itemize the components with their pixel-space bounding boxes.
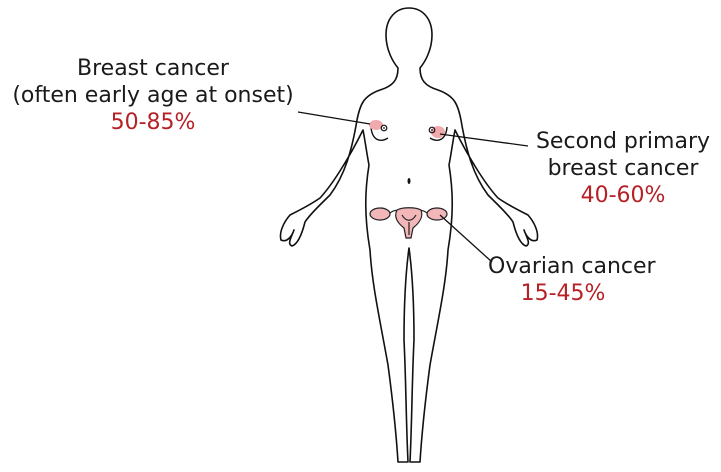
ovarian-cancer-title: Ovarian cancer	[488, 253, 638, 280]
breast-cancer-annotation: Breast cancer (often early age at onset)…	[0, 55, 306, 136]
left-ovary	[370, 208, 390, 220]
second-primary-title-line2: breast cancer	[528, 155, 718, 182]
breast-cancer-risk: 50-85%	[0, 109, 306, 136]
breast-cancer-title: Breast cancer	[0, 55, 306, 82]
ovarian-cancer-risk: 15-45%	[488, 280, 638, 307]
second-primary-title-line1: Second primary	[528, 128, 718, 155]
ovarian-cancer-annotation: Ovarian cancer 15-45%	[488, 253, 638, 307]
second-primary-annotation: Second primary breast cancer 40-60%	[528, 128, 718, 209]
navel	[408, 178, 411, 184]
breast-cancer-subtitle: (often early age at onset)	[0, 82, 306, 109]
second-primary-risk: 40-60%	[528, 182, 718, 209]
